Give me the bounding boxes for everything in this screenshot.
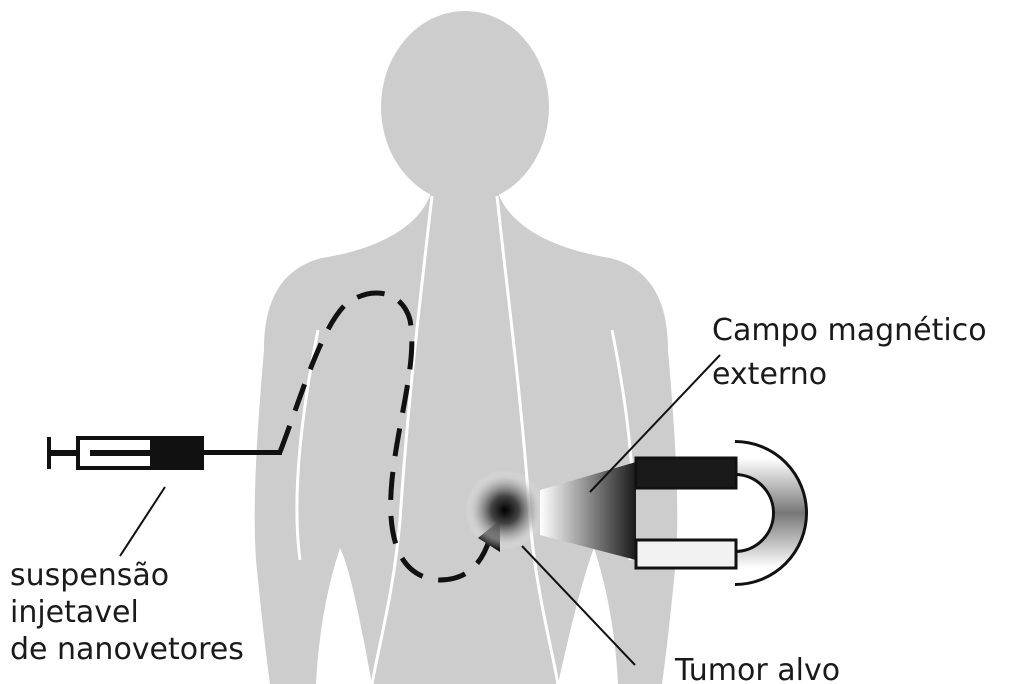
target-tumor [465, 470, 545, 550]
label-tumor-alvo: Tumor alvo [674, 653, 840, 684]
syringe-icon [47, 437, 282, 469]
leader-line-suspensao [120, 487, 165, 556]
torso-and-arms [255, 190, 678, 684]
label-injetavel: injetavel [10, 595, 139, 630]
head [381, 11, 549, 203]
label-suspensao: suspensão [10, 558, 169, 593]
label-de-nanovetores: de nanovetores [10, 632, 244, 667]
label-campo-magnetico: Campo magnético [712, 313, 987, 348]
label-externo: externo [712, 357, 827, 392]
